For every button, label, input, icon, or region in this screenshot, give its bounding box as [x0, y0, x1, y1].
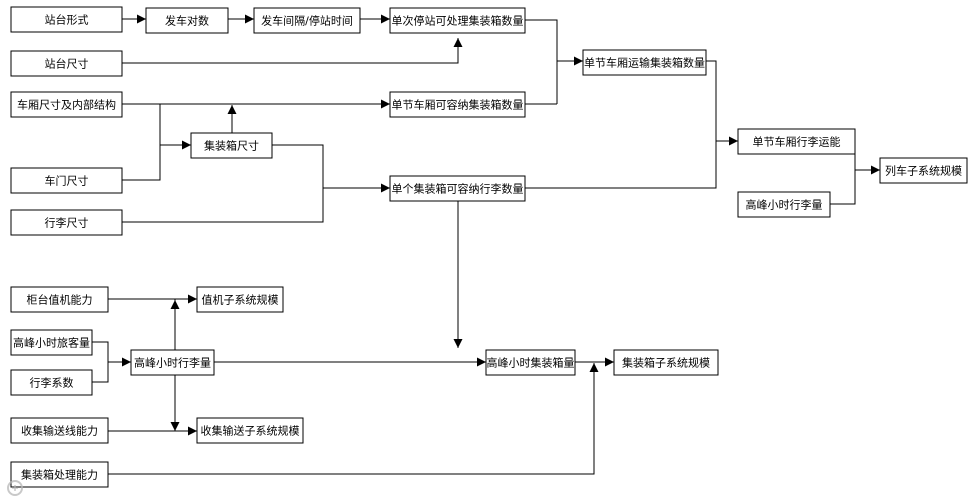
node-label: 站台尺寸 [45, 57, 89, 71]
edge-n4-n6 [525, 19, 583, 66]
node-fache-duishu: 发车对数 [145, 7, 229, 34]
node-label: 高峰小时行李量 [746, 198, 823, 212]
node-label: 发车间隔/停站时间 [261, 14, 353, 28]
node-zhantai-xingshi: 站台形式 [10, 6, 123, 33]
node-jizhuangxiang-chicun: 集装箱尺寸 [190, 132, 273, 159]
node-lieche-zixitong: 列车子系统规模 [879, 157, 968, 184]
watermark [7, 480, 23, 496]
node-xingli-chicun: 行李尺寸 [10, 209, 123, 236]
edge-n5-n4 [122, 38, 463, 64]
edge-n10-n11 [830, 141, 856, 205]
node-label: 高峰小时集装箱量 [487, 356, 575, 370]
node-label: 单节车厢可容纳集装箱数量 [392, 98, 524, 112]
edge-n9-n13 [122, 144, 324, 223]
node-shouji-shusong-nengli: 收集输送线能力 [10, 417, 109, 444]
node-dange-jizhuangxiang: 单个集装箱可容纳行李数量 [389, 175, 526, 202]
connectors [92, 14, 880, 475]
edge-n12-n9 [122, 104, 161, 181]
node-jizhuangxiang-zixitong: 集装箱子系统规模 [613, 349, 719, 376]
node-zhiji-zixitong: 值机子系统规模 [196, 286, 284, 313]
node-gaofeng-jizhuangxiang: 高峰小时集装箱量 [485, 349, 576, 376]
node-label: 收集输送线能力 [21, 424, 98, 438]
node-label: 单节车厢行李运能 [753, 135, 841, 149]
node-label: 集装箱尺寸 [204, 139, 259, 153]
node-jizhuangxiang-chuli: 集装箱处理能力 [10, 461, 109, 488]
node-label: 高峰小时行李量 [134, 356, 211, 370]
node-danjie-xingli-yunneng: 单节车厢行李运能 [737, 128, 856, 155]
node-chemen-chicun: 车门尺寸 [10, 167, 123, 194]
node-gaofeng-xingli-right: 高峰小时行李量 [737, 191, 831, 218]
node-label: 单次停站可处理集装箱数量 [392, 14, 524, 28]
node-label: 柜台值机能力 [27, 293, 93, 307]
node-gaofeng-xingli-left: 高峰小时行李量 [130, 349, 215, 376]
node-xingli-xishu: 行李系数 [10, 369, 93, 396]
edge-n25-n21 [108, 363, 599, 475]
node-label: 行李尺寸 [45, 216, 89, 230]
node-label: 值机子系统规模 [202, 293, 279, 307]
node-chexiang-chicun: 车厢尺寸及内部结构 [10, 91, 123, 118]
node-danjie-rongna: 单节车厢可容纳集装箱数量 [389, 91, 526, 118]
edge-n16-n17 [108, 294, 197, 317]
watermark-logo [7, 480, 23, 496]
edge-n18-n19 [92, 341, 109, 383]
node-label: 车门尺寸 [45, 174, 89, 188]
node-guitai-zhiji: 柜台值机能力 [10, 286, 109, 313]
node-label: 车厢尺寸及内部结构 [17, 98, 116, 112]
node-label: 高峰小时旅客量 [13, 336, 90, 350]
node-label: 单节车厢运输集装箱数量 [584, 56, 705, 70]
node-gaofeng-lvke: 高峰小时旅客量 [10, 329, 93, 356]
node-label: 行李系数 [30, 376, 74, 390]
node-label: 列车子系统规模 [885, 164, 962, 178]
node-zhantai-chicun: 站台尺寸 [10, 50, 123, 77]
node-label: 发车对数 [165, 14, 209, 28]
node-fache-jiange: 发车间隔/停站时间 [253, 7, 361, 34]
node-label: 收集输送子系统规模 [201, 424, 300, 438]
node-danjie-yunshu: 单节车厢运输集装箱数量 [582, 49, 707, 76]
node-dancitingzhan: 单次停站可处理集装箱数量 [389, 7, 526, 34]
node-label: 单个集装箱可容纳行李数量 [392, 182, 524, 196]
node-label: 集装箱处理能力 [21, 468, 98, 482]
edge-n6-n10 [525, 60, 717, 189]
node-shouji-shusong-zixitong: 收集输送子系统规模 [196, 417, 304, 444]
node-label: 站台形式 [45, 13, 89, 27]
node-label: 集装箱子系统规模 [622, 356, 710, 370]
